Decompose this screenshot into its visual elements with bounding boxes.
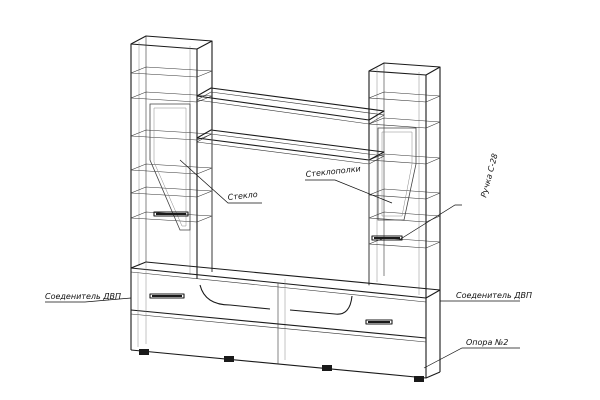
left-tower — [130, 35, 213, 279]
support-foot-1 — [139, 349, 149, 355]
support-foot-2 — [224, 356, 234, 362]
right-glass-door — [377, 127, 417, 221]
label-connector-left: Соеденитель ДВП — [45, 292, 121, 301]
right-tower — [368, 62, 441, 298]
left-drawer-handle — [149, 293, 185, 299]
right-drawer-handle — [365, 319, 393, 325]
label-glass-shelves: Стеклополки — [305, 164, 361, 179]
label-connector-right: Соеденитель ДВП — [456, 291, 532, 300]
label-handle: Ручка С-28 — [479, 153, 499, 199]
support-foot-3 — [322, 365, 332, 371]
bridge-glass-shelves — [196, 87, 385, 286]
left-tower-handle — [153, 211, 189, 217]
leader-lines — [45, 159, 520, 369]
tv-stand-base — [130, 261, 441, 382]
label-support: Опора №2 — [466, 338, 508, 347]
label-glass: Стекло — [227, 190, 258, 202]
support-foot-4 — [414, 376, 424, 382]
left-glass-door — [149, 103, 191, 231]
